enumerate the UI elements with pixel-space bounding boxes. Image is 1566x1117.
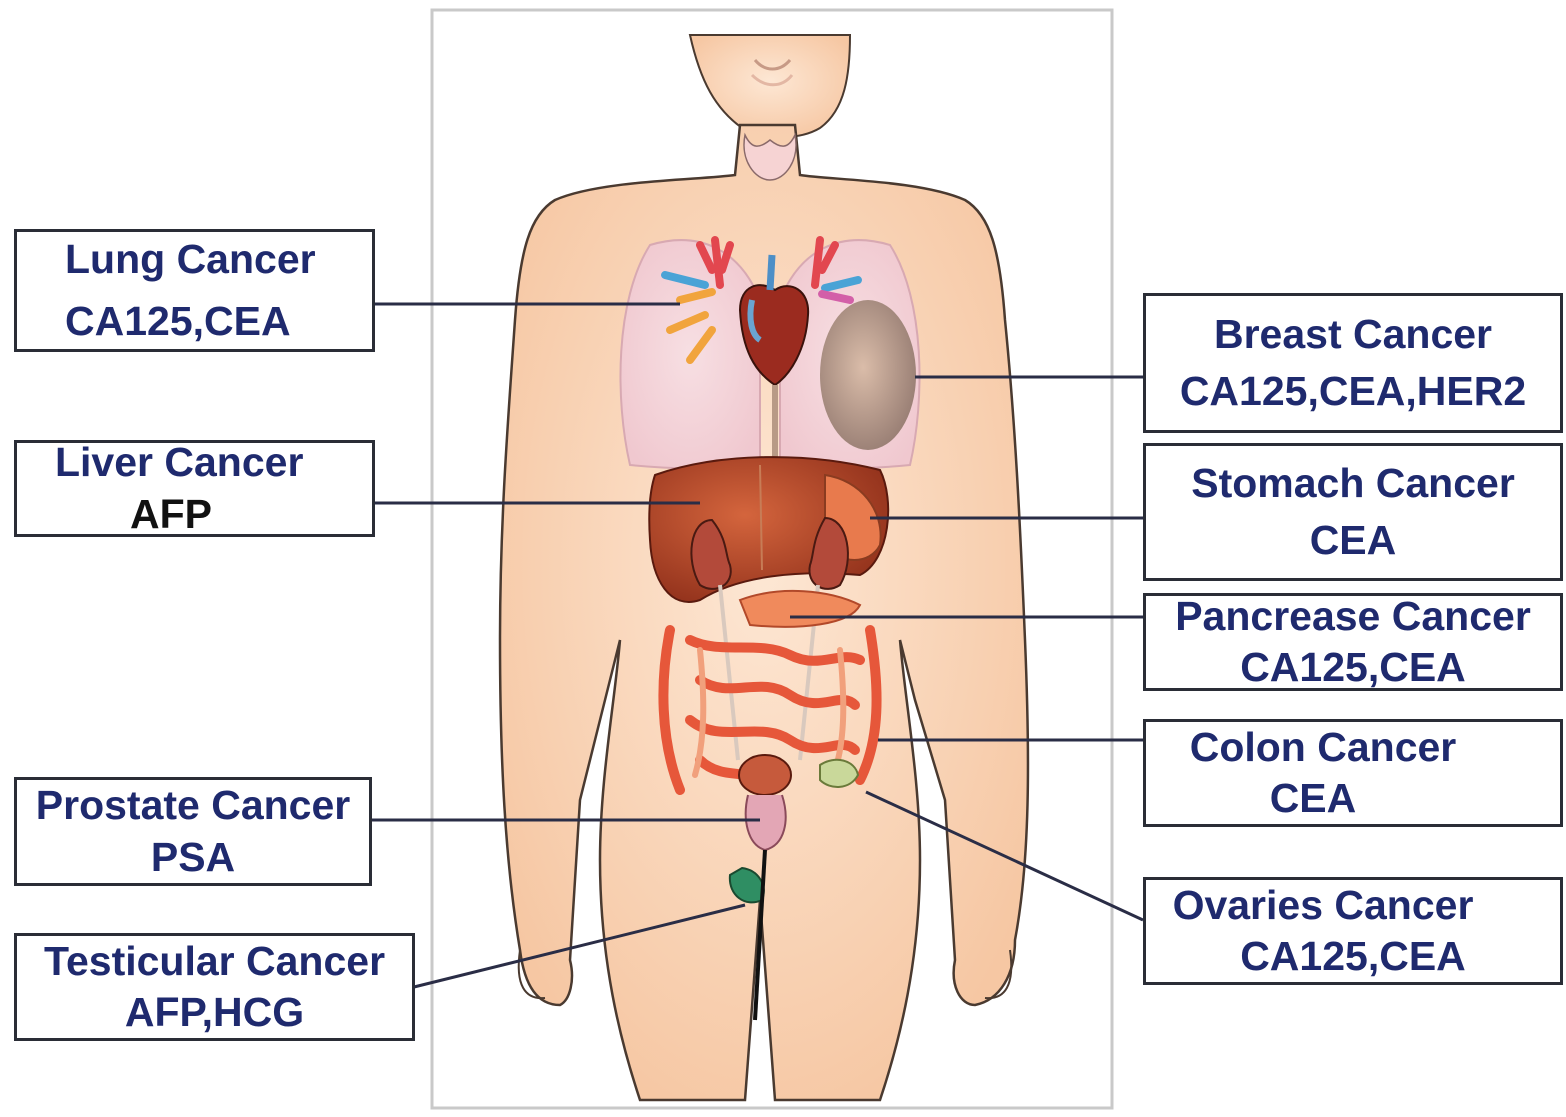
label-testicular-cancer: Testicular Cancer AFP,HCG (14, 933, 415, 1041)
stomach-cancer-markers: CEA (1146, 515, 1560, 566)
testicular-cancer-title: Testicular Cancer (17, 936, 412, 987)
breast-cancer-title: Breast Cancer (1146, 309, 1560, 360)
prostate-cancer-title: Prostate Cancer (17, 780, 369, 831)
label-lung-cancer: Lung Cancer CA125,CEA (14, 229, 375, 352)
ovaries-cancer-title: Ovaries Cancer (1146, 880, 1560, 931)
colon-cancer-title: Colon Cancer (1146, 722, 1560, 773)
pancreas-cancer-markers: CA125,CEA (1146, 642, 1560, 693)
lung-cancer-title: Lung Cancer (65, 234, 372, 285)
breast-lesion (820, 300, 916, 450)
colon-cancer-markers: CEA (1146, 773, 1560, 824)
testicular-cancer-markers: AFP,HCG (17, 987, 412, 1038)
label-breast-cancer: Breast Cancer CA125,CEA,HER2 (1143, 293, 1563, 433)
label-prostate-cancer: Prostate Cancer PSA (14, 777, 372, 886)
label-stomach-cancer: Stomach Cancer CEA (1143, 443, 1563, 581)
label-ovaries-cancer: Ovaries Cancer CA125,CEA (1143, 877, 1563, 985)
label-pancreas-cancer: Pancrease Cancer CA125,CEA (1143, 593, 1563, 691)
liver-cancer-markers: AFP (55, 489, 372, 540)
label-liver-cancer: Liver Cancer AFP (14, 440, 375, 537)
ovaries-cancer-markers: CA125,CEA (1146, 931, 1560, 982)
lung-cancer-markers: CA125,CEA (65, 296, 372, 347)
label-colon-cancer: Colon Cancer CEA (1143, 719, 1563, 827)
liver-cancer-title: Liver Cancer (55, 437, 372, 488)
breast-cancer-markers: CA125,CEA,HER2 (1146, 366, 1560, 417)
pancreas-cancer-title: Pancrease Cancer (1146, 591, 1560, 642)
stomach-cancer-title: Stomach Cancer (1146, 458, 1560, 509)
prostate-cancer-markers: PSA (17, 832, 369, 883)
